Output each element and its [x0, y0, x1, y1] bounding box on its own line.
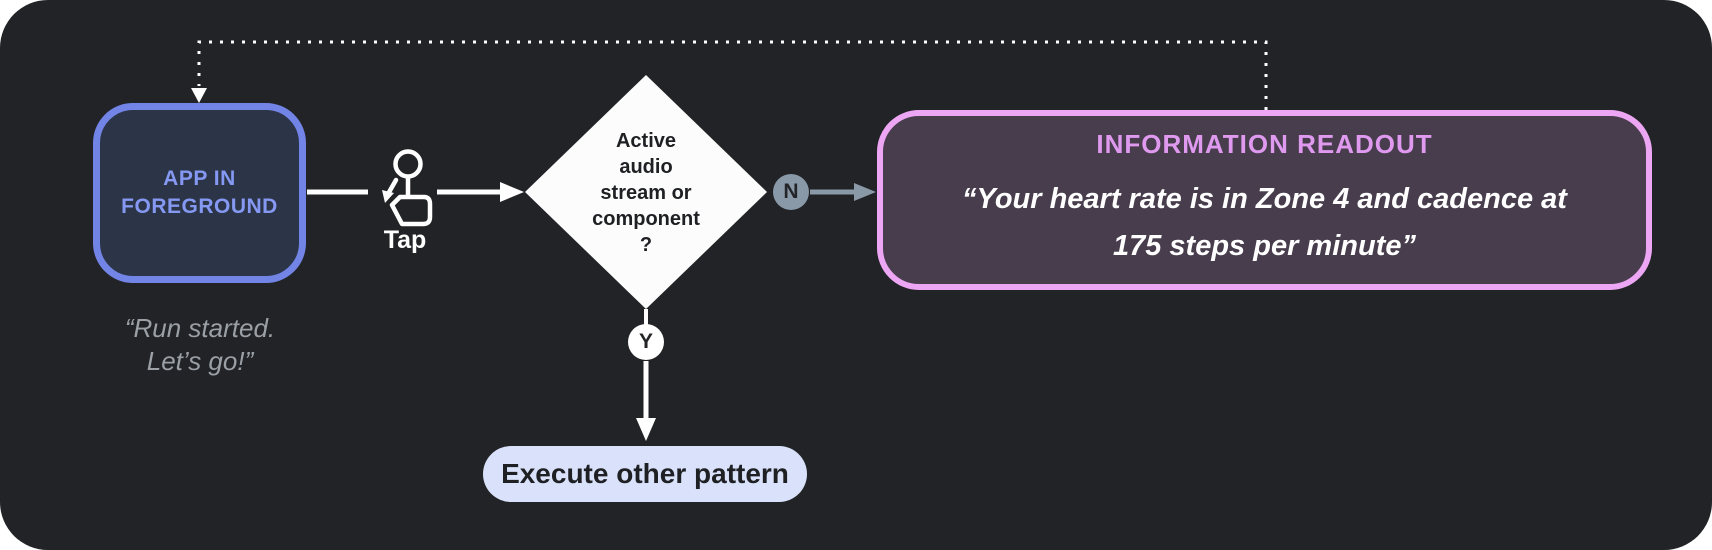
app-in-foreground-node: APP IN FOREGROUND — [93, 103, 306, 283]
app-node-label-line2: FOREGROUND — [121, 195, 278, 218]
slate-arrowhead-icon — [854, 183, 876, 201]
app-caption-line1: “Run started. — [124, 313, 276, 343]
decision-line: component — [592, 208, 700, 230]
tap-gesture-icon — [382, 149, 433, 227]
execute-other-pattern-node: Execute other pattern — [483, 446, 807, 502]
decision-line: Active — [615, 130, 677, 152]
branch-no-badge: N — [773, 174, 809, 210]
tap-to-decision-arrow — [437, 182, 524, 202]
yes-to-action-arrow — [636, 361, 656, 441]
information-readout-title: INFORMATION READOUT — [1096, 129, 1433, 159]
decision-line: stream or — [600, 182, 692, 204]
decision-diamond-text: Active audio stream or component ? — [586, 128, 706, 258]
feedback-arrowhead-icon — [191, 88, 207, 103]
down-arrowhead-icon — [636, 418, 656, 441]
app-caption-line2: Let’s go!” — [146, 346, 254, 376]
no-to-info-arrow — [810, 183, 876, 201]
app-node-label-line1: APP IN — [163, 167, 236, 190]
info-quote-line2: 175 steps per minute” — [1112, 230, 1416, 262]
information-readout-node: INFORMATION READOUT “Your heart rate is … — [877, 110, 1652, 290]
decision-line: ? — [639, 234, 653, 256]
app-caption: “Run started. Let’s go!” — [90, 312, 310, 378]
information-readout-quote: “Your heart rate is in Zone 4 and cadenc… — [962, 176, 1567, 270]
tap-label: Tap — [383, 226, 427, 254]
right-arrowhead-icon — [500, 182, 524, 202]
branch-yes-badge: Y — [628, 324, 664, 360]
decision-diamond — [525, 75, 767, 309]
decision-line: audio — [619, 156, 673, 178]
info-quote-line1: “Your heart rate is in Zone 4 and cadenc… — [962, 183, 1567, 215]
feedback-loop-connector — [191, 40, 1268, 110]
